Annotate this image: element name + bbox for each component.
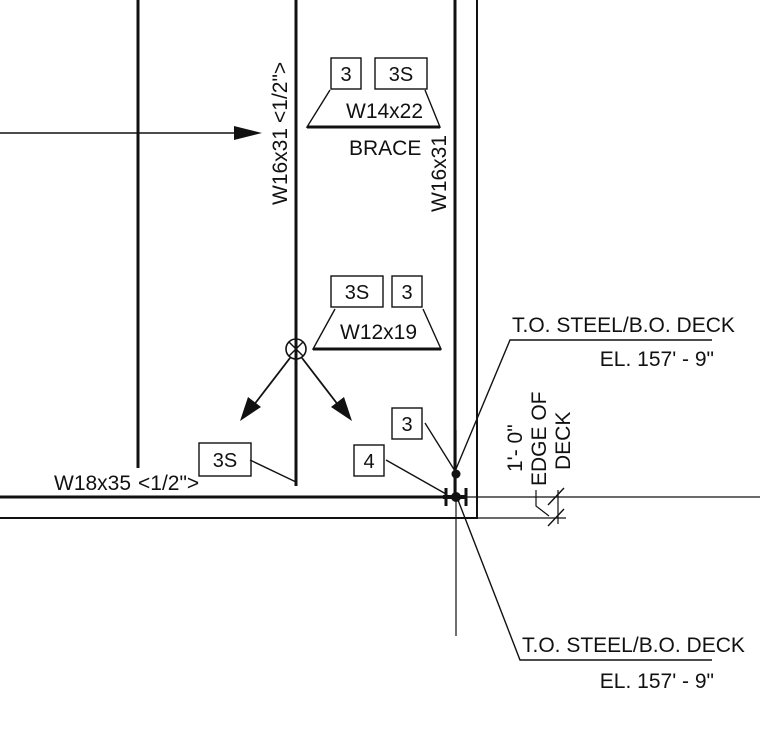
elevation-top-value: EL. 157' - 9"	[600, 348, 714, 371]
crossed-circle-symbol	[285, 338, 307, 360]
tag-box-w12-3s	[330, 275, 384, 308]
arrowhead-down-right	[331, 397, 352, 421]
tag-box-brace-3s	[374, 57, 428, 90]
tag-w12-3s: 3S	[345, 282, 369, 304]
label-brace-size: W14x22	[346, 100, 423, 123]
dim-tick-bottom	[547, 508, 565, 527]
arrow-shaft-right	[301, 357, 343, 411]
dimension-label-line2: DECK	[552, 412, 575, 470]
leader-column-3	[424, 422, 456, 472]
tag-bottom-3s: 3S	[213, 450, 237, 472]
elevation-bottom-value: EL. 157' - 9"	[600, 670, 714, 693]
label-w18x35: W18x35	[54, 472, 131, 495]
elevation-top-title: T.O. STEEL/B.O. DECK	[512, 314, 735, 337]
column-dot-top	[451, 469, 461, 479]
column-dot	[451, 492, 461, 502]
label-w16x31-left: W16x31	[269, 128, 292, 205]
tag-column-3: 3	[401, 414, 412, 436]
dimension-value: 1'- 0"	[504, 424, 527, 472]
leader-column-4	[385, 459, 447, 495]
leader-elevation-top	[455, 339, 712, 470]
elevation-bottom-title: T.O. STEEL/B.O. DECK	[522, 634, 745, 657]
tag-box-bottom-3s	[198, 442, 252, 477]
tag-brace-3: 3	[340, 64, 351, 86]
label-w12x19: W12x19	[340, 321, 417, 344]
cross-line-b	[288, 341, 304, 357]
arrowhead-right	[234, 126, 262, 140]
tag-w12-3: 3	[401, 282, 412, 304]
tag-box-column-3	[391, 407, 423, 440]
arrow-shaft-left	[249, 357, 291, 411]
tag-brace-3s: 3S	[389, 64, 413, 86]
leader-elevation-bottom	[457, 499, 712, 661]
label-brace: BRACE	[349, 137, 421, 160]
tag-box-brace-3	[330, 57, 362, 90]
tag-box-w12-3	[391, 275, 423, 308]
dimension-label-line1: EDGE OF	[528, 391, 551, 486]
label-camber-bottom: <1/2">	[138, 472, 199, 495]
tag-column-4: 4	[363, 451, 374, 473]
leader-bottom-3s	[249, 459, 297, 483]
leader-edge-of-deck	[535, 490, 550, 517]
dim-tick-top	[547, 487, 565, 506]
tag-box-column-4	[353, 444, 385, 477]
arrowhead-down-left	[240, 397, 261, 421]
label-camber-left: <1/2">	[269, 62, 292, 123]
label-w16x31-right: W16x31	[428, 135, 451, 212]
